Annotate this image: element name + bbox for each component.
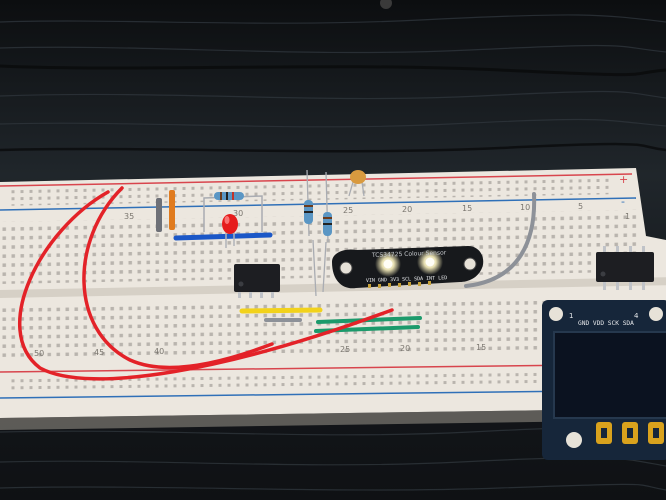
- sensor-pin-labels: VIN GND 3V3 SCL SDA INT LED: [366, 275, 447, 284]
- oled-mount-hole-tr: [649, 307, 663, 321]
- col-number: 50: [34, 349, 44, 358]
- resistor-horizontal: [203, 192, 263, 232]
- resistor-vertical-2: [323, 171, 332, 243]
- yellow-jumper-wire: [239, 307, 323, 314]
- red-wire-long-2: [82, 186, 274, 370]
- oled-pin4-label: 4: [634, 312, 639, 320]
- column-numbers-bottom: 50 45 40 25 20 15: [34, 343, 486, 358]
- dip-chip-left: [234, 264, 280, 298]
- sensor-led-2: [425, 257, 435, 267]
- rail-minus-label: -: [621, 195, 625, 208]
- loose-part: [380, 0, 392, 9]
- blue-jumper-wire: [173, 232, 273, 241]
- col-number: 5: [578, 202, 583, 211]
- sensor-title: TCS34725 Colour Sensor: [371, 249, 447, 259]
- oled-mount-hole-bl: [566, 432, 582, 448]
- col-number: 20: [402, 205, 412, 214]
- oled-mount-hole-tl: [549, 307, 563, 321]
- col-number: 30: [233, 209, 243, 218]
- row-number: 1: [625, 212, 630, 221]
- rail-plus-label: +: [619, 173, 628, 186]
- col-number: 40: [154, 347, 164, 356]
- mount-hole-right: [463, 257, 477, 271]
- col-number: 15: [476, 343, 486, 352]
- wire-leads: [312, 239, 327, 297]
- red-led: [222, 214, 238, 248]
- terminal-holes-top: [0, 209, 640, 284]
- ceramic-capacitor: [348, 170, 366, 197]
- column-numbers-top: 35 30 25 20 15 10 5 1: [124, 202, 630, 221]
- col-number: 15: [462, 204, 472, 213]
- colour-sensor-board: TCS34725 Colour Sensor VIN GND 3V3 SCL S…: [332, 246, 484, 289]
- oled-display-module: 1 4 GND VDD SCK SDA: [542, 300, 666, 460]
- dip-chip-right: [596, 246, 654, 290]
- center-channel: [0, 277, 666, 298]
- col-number: 10: [520, 203, 530, 212]
- rail-red-line-top: [0, 173, 633, 187]
- col-number: 20: [400, 344, 410, 353]
- mount-hole-left: [339, 261, 353, 275]
- oled-pin1-label: 1: [569, 312, 573, 320]
- col-number: 45: [94, 348, 104, 357]
- col-number: 35: [124, 212, 134, 221]
- orange-jumper: [169, 190, 175, 230]
- sensor-header-pins: [368, 281, 431, 288]
- oled-screen: [553, 331, 666, 419]
- oled-pin-labels: GND VDD SCK SDA: [578, 320, 634, 327]
- terminal-holes-bottom: [0, 296, 600, 357]
- sensor-led-1: [383, 259, 393, 269]
- col-number: 25: [340, 345, 350, 354]
- col-number: 25: [343, 206, 353, 215]
- gray-jumper: [156, 198, 162, 232]
- breadboard-shadow: [0, 405, 666, 430]
- red-wire-long-1: [18, 190, 394, 381]
- gray-wire-long: [464, 192, 537, 288]
- resistor-vertical-1: [304, 169, 313, 237]
